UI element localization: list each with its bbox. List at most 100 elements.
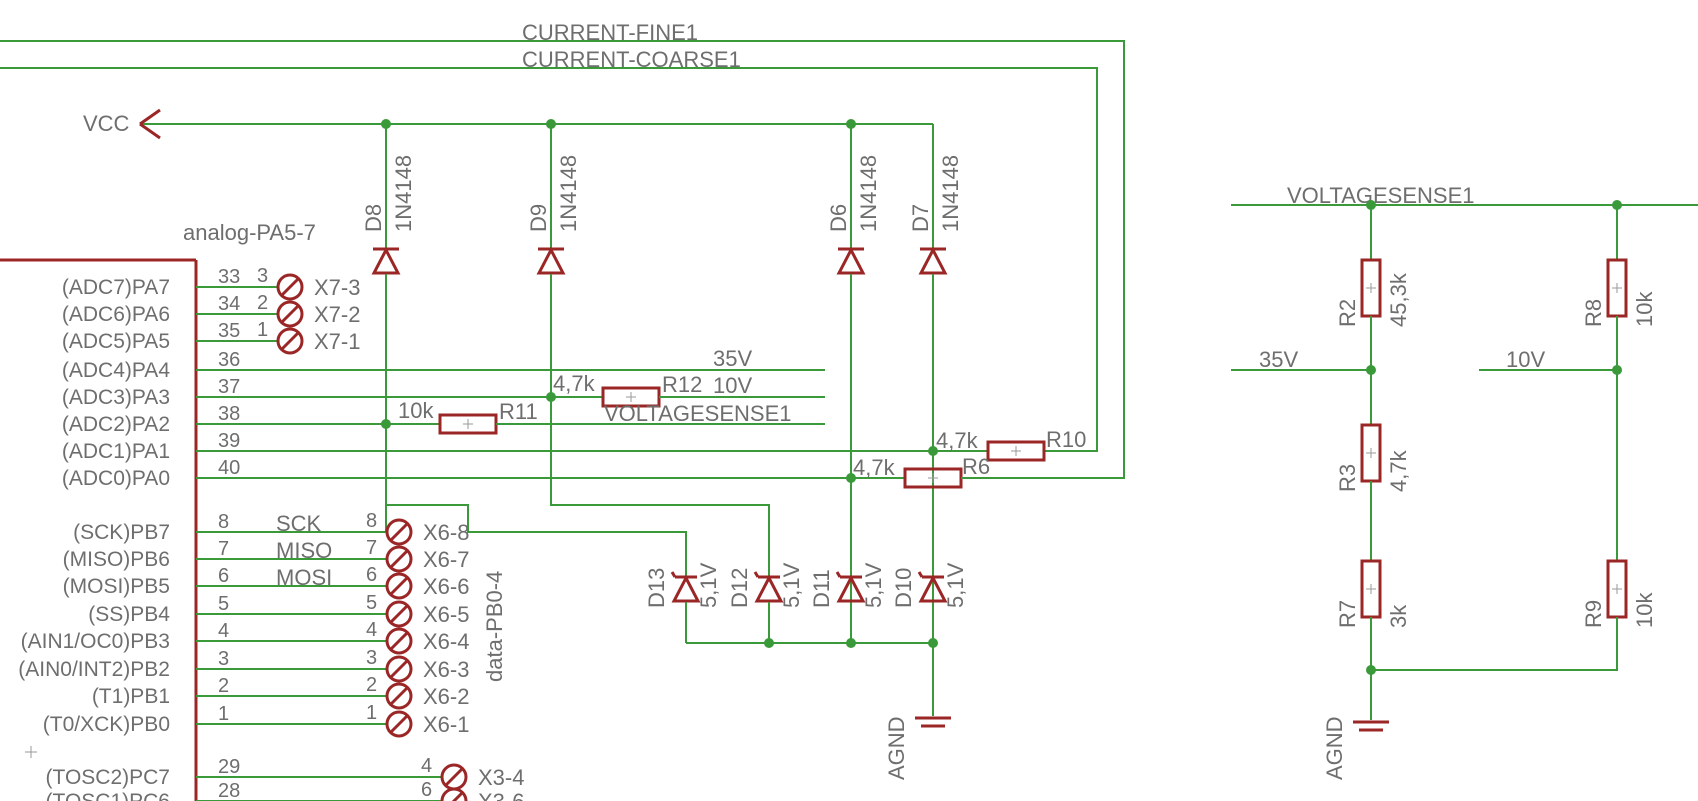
pad-label: X6-5: [423, 602, 469, 627]
mcu-pin-name: (ADC5)PA5: [62, 330, 170, 353]
diode-value: 1N4148: [856, 155, 881, 232]
pad-connector[interactable]: 5 X6-5: [250, 592, 469, 628]
resistor-value: 10k: [1632, 592, 1657, 628]
resistor-value: 4,7k: [936, 428, 979, 453]
zener-name: D10: [891, 568, 916, 608]
pad-label: X7-2: [314, 302, 360, 327]
mcu-pin-number: 33: [218, 266, 240, 288]
agnd-symbol-right: [1353, 720, 1389, 732]
pad-label: X6-6: [423, 574, 469, 599]
junction: [764, 638, 774, 648]
net-label-miso: MISO: [276, 538, 332, 563]
pad-number: 7: [366, 537, 377, 559]
mcu-pin-name: (T1)PB1: [92, 685, 170, 708]
resistor-r9[interactable]: [1606, 559, 1628, 619]
pad-label: X7-1: [314, 329, 360, 354]
pad-connector[interactable]: 6X3-6: [250, 779, 524, 801]
pad-number: 4: [421, 755, 432, 777]
mcu-pin-number: 38: [218, 403, 240, 425]
zener-d13[interactable]: [670, 571, 701, 643]
agnd-symbol-mid: [915, 716, 951, 728]
vcc-label: VCC: [83, 111, 130, 136]
pad-number: 3: [366, 647, 377, 669]
net-label-sck: SCK: [276, 511, 322, 536]
pad-number: 3: [257, 265, 268, 287]
net-label-current-coarse: CURRENT-COARSE1: [522, 47, 741, 72]
net-label-current-fine: CURRENT-FINE1: [522, 20, 698, 45]
pad-number: 4: [366, 619, 377, 641]
mcu-pin-number: 29: [218, 756, 240, 778]
junction: [846, 473, 856, 483]
resistor-r3[interactable]: [1360, 423, 1382, 483]
diode-value: 1N4148: [391, 155, 416, 232]
pad-label: X6-2: [423, 684, 469, 709]
zener-value: 5,1V: [943, 562, 968, 608]
resistor-r8[interactable]: [1606, 258, 1628, 318]
mcu-pin-number: 7: [218, 538, 229, 560]
junction: [1366, 665, 1376, 675]
mcu-pin-number: 37: [218, 376, 240, 398]
mcu-pin-name: (T0/XCK)PB0: [43, 713, 170, 736]
pad-label: X6-1: [423, 712, 469, 737]
vcc-symbol: [139, 108, 161, 140]
mcu-pin-name: (ADC4)PA4: [62, 359, 170, 382]
resistor-r7[interactable]: [1360, 559, 1382, 619]
mcu-body: [0, 258, 198, 801]
net-label-10v: 10V: [713, 373, 752, 398]
resistor-name: R8: [1581, 299, 1606, 327]
net-label-voltagesense-top: VOLTAGESENSE1: [1287, 183, 1474, 208]
resistor-r10[interactable]: [986, 440, 1046, 462]
junction: [928, 446, 938, 456]
resistor-value: 4,7k: [853, 455, 896, 480]
zener-name: D13: [644, 568, 669, 608]
diode-name: D9: [526, 204, 551, 232]
junction: [1612, 365, 1622, 375]
resistor-value: 4,7k: [553, 371, 596, 396]
mcu-pin-name: (AIN1/OC0)PB3: [21, 630, 170, 653]
resistor-name: R2: [1335, 299, 1360, 327]
zener-d10[interactable]: [917, 571, 948, 603]
connector-label-analog: analog-PA5-7: [183, 220, 316, 245]
net-label-mosi: MOSI: [276, 565, 332, 590]
pad-label: X6-4: [423, 629, 469, 654]
mcu-pin-number: 40: [218, 457, 240, 479]
resistor-name: R6: [962, 454, 990, 479]
zener-d11[interactable]: [835, 571, 866, 603]
mcu-pin-number: 2: [218, 675, 229, 697]
zener-value: 5,1V: [779, 562, 804, 608]
pad-number: 2: [257, 292, 268, 314]
zener-name: D12: [727, 568, 752, 608]
origin-marker: [25, 746, 37, 758]
zener-d12[interactable]: [753, 571, 784, 643]
resistor-r2[interactable]: [1360, 258, 1382, 318]
mcu-pin-name: (AIN0/INT2)PB2: [18, 658, 170, 681]
resistor-name: R3: [1335, 464, 1360, 492]
mcu-pin-name: (ADC0)PA0: [62, 467, 170, 490]
mcu-pin-number: 34: [218, 293, 240, 315]
pad-connector[interactable]: 2 X7-2: [240, 292, 360, 328]
pad-connector[interactable]: 4 X6-4: [250, 619, 469, 655]
pad-number: 5: [366, 592, 377, 614]
mcu-pin-name: (TOSC1)PC6: [46, 790, 170, 801]
pad-number: 6: [421, 779, 432, 801]
diode-d6[interactable]: [836, 124, 866, 643]
resistor-value: 45,3k: [1386, 272, 1411, 327]
resistor-r11[interactable]: [438, 413, 498, 435]
